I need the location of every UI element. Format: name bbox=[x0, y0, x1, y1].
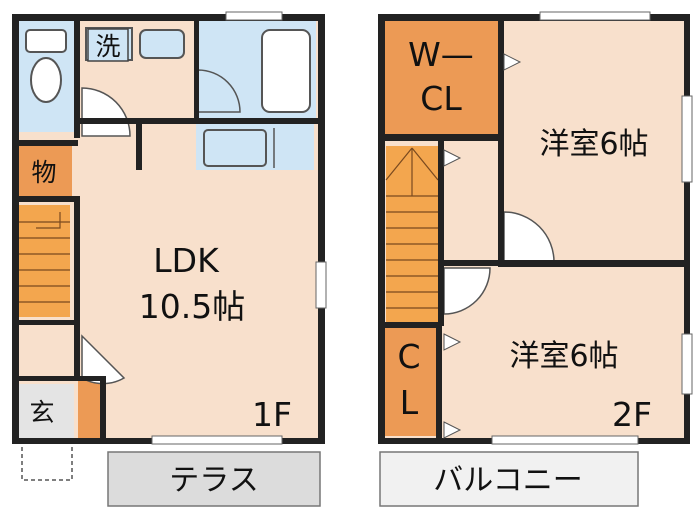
entrance-floor bbox=[18, 384, 74, 438]
floor-2f-label: 2F bbox=[612, 395, 652, 434]
shoe-closet bbox=[78, 380, 102, 438]
bathtub-icon bbox=[261, 29, 311, 113]
balcony bbox=[379, 451, 639, 507]
closet-2f bbox=[384, 328, 436, 436]
storage-1f-label: 物 bbox=[31, 158, 56, 187]
wash-label-box bbox=[87, 28, 129, 62]
closet-label-bottom: L bbox=[400, 383, 419, 422]
windows-2f bbox=[491, 11, 693, 445]
entrance-label: 玄 bbox=[29, 398, 54, 427]
door-markers-2f bbox=[443, 53, 522, 439]
stairs-2f-treads bbox=[385, 147, 439, 309]
doors-2f bbox=[443, 211, 555, 315]
ldk-name: LDK bbox=[153, 241, 220, 280]
windows-1f bbox=[151, 11, 327, 445]
toilet-icon bbox=[30, 57, 62, 103]
floor-1f-label: 1F bbox=[252, 395, 292, 434]
wcl-label-bottom: CL bbox=[420, 79, 462, 118]
wcl-label-top: W— bbox=[408, 35, 474, 74]
room-b-label: 洋室6帖 bbox=[509, 339, 618, 374]
room-a-label: 洋室6帖 bbox=[539, 127, 648, 162]
toilet-tank-icon bbox=[25, 29, 67, 53]
walk-in-closet bbox=[384, 20, 498, 136]
wash-basin-icon bbox=[139, 29, 185, 59]
stairs-1f bbox=[18, 205, 70, 317]
wash-label: 洗 bbox=[95, 32, 120, 61]
storage-1f bbox=[16, 146, 72, 196]
terrace-label: テラス bbox=[169, 463, 258, 498]
ldk-size: 10.5帖 bbox=[139, 287, 245, 326]
stairs-1f-treads bbox=[18, 212, 70, 303]
sink-icon bbox=[203, 129, 267, 167]
floor-1f: 洗 物 玄 LDK 10.5帖 1F テラス bbox=[12, 11, 327, 507]
closet-label-top: C bbox=[397, 337, 420, 376]
floor-2f: W— CL 洋室6帖 洋室6帖 C L 2F バルコニー bbox=[378, 11, 693, 507]
terrace bbox=[107, 451, 321, 507]
balcony-label: バルコニー bbox=[433, 463, 582, 498]
